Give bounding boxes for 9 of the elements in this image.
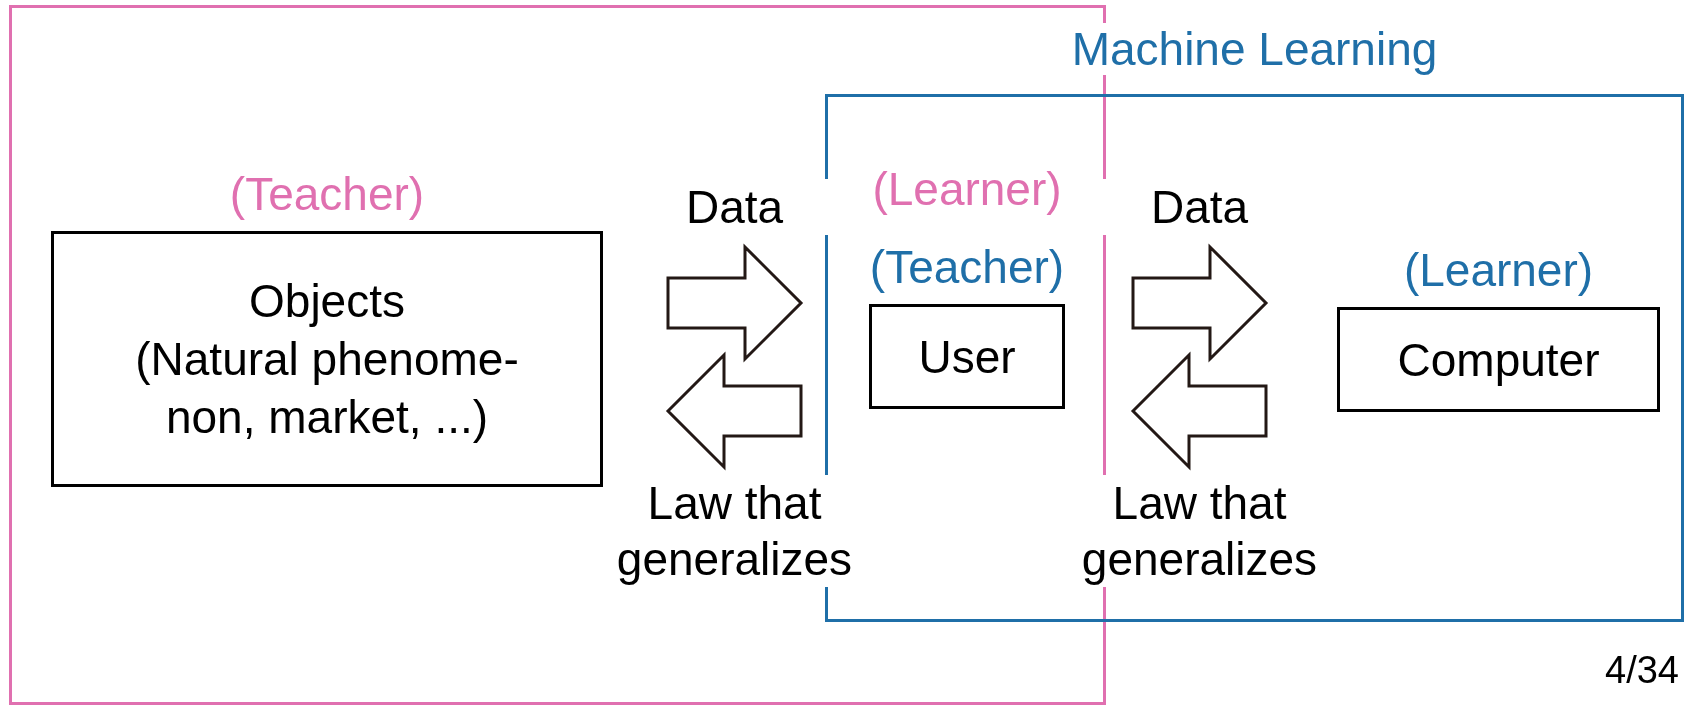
block-arrow (665, 351, 803, 471)
node-description: (Natural phenome- non, market, ...) (134, 332, 520, 445)
block-arrow (666, 243, 804, 363)
block-arrow (1130, 351, 1268, 471)
node-title: Objects (249, 274, 405, 329)
node-title: User (918, 329, 1016, 385)
block-arrow (1131, 243, 1269, 363)
node-title: Computer (1397, 332, 1600, 388)
page-number: 4/34 (1605, 648, 1679, 692)
